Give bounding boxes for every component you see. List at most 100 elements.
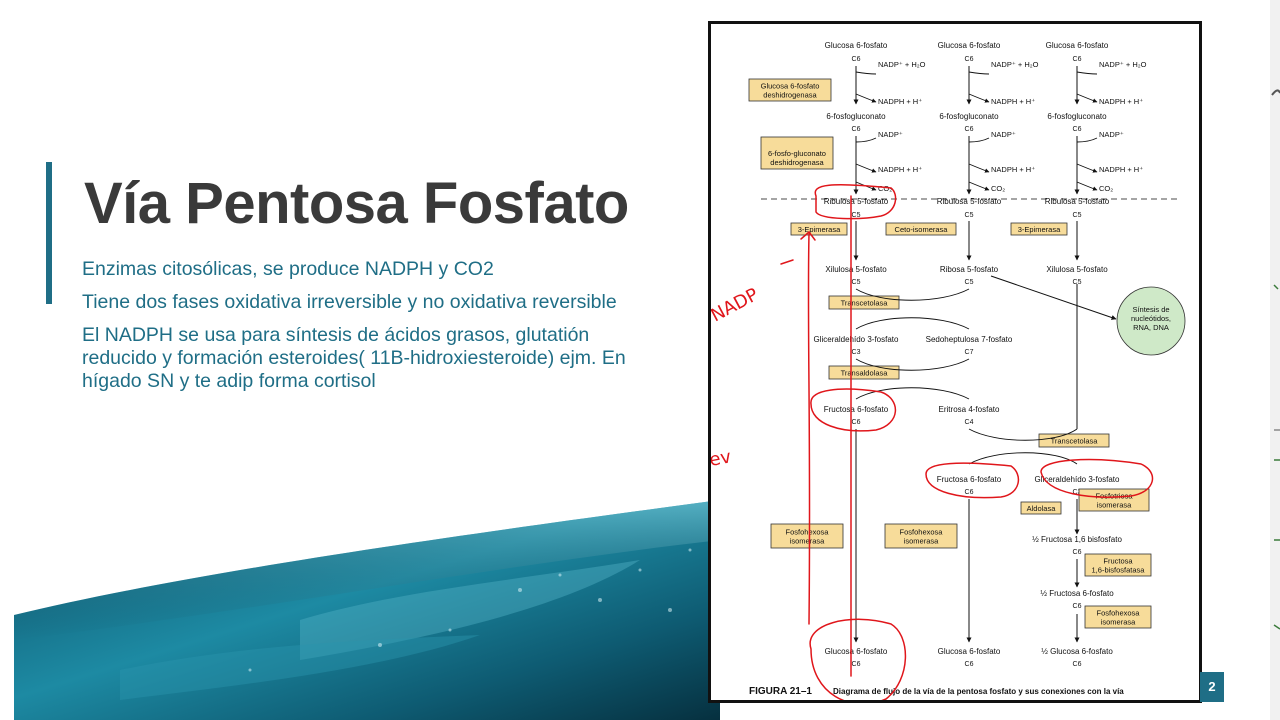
cofactor-curve (855, 93, 877, 103)
red-circle-annotation (814, 184, 897, 220)
nucleotide-synthesis-label: Síntesis de (1132, 305, 1169, 314)
enzyme-g6pd (748, 78, 832, 102)
fructose-6-phosphate-label: Fructosa 6-fosfato (824, 405, 889, 414)
cofactor-label: NADPH + H⁺ (991, 97, 1035, 106)
enzyme-fbpase (1084, 553, 1152, 577)
cofactor-label: NADP⁺ + H₂O (878, 60, 926, 69)
enzyme-transketolase (828, 295, 900, 310)
red-arrowhead (800, 230, 816, 241)
handwritten-rev-annotation: Rev (711, 446, 733, 473)
transfer-curve (855, 288, 970, 301)
enzyme-phosphohexose-isomerase (884, 523, 958, 549)
erythrose-4-phosphate-label: Eritrosa 4-fosfato (939, 405, 1000, 414)
enzyme-isomerase-label: Ceto-isomerasa (895, 225, 949, 234)
glyceraldehyde-3-phosphate-label: Gliceraldehído 3-fosfato (1035, 475, 1120, 484)
transfer-curve (855, 358, 970, 371)
xylulose-5-phosphate-label: Xilulosa 5-fosfato (825, 265, 887, 274)
cofactor-curve (855, 163, 877, 173)
bullet-item: Enzimas citosólicas, se produce NADPH y … (82, 258, 494, 280)
cofactor-curve (968, 163, 990, 173)
enzyme-epimerase-label: 3-Epimerasa (798, 225, 841, 234)
enzyme-g6pd-label: deshidrogenasa (763, 91, 817, 100)
enzyme-transketolase-label: Transcetolasa (841, 299, 889, 308)
carbon-count-label: C6 (965, 56, 974, 63)
glucose-6-phosphate-label: Glucosa 6-fosfato (825, 647, 888, 656)
cofactor-label: NADP⁺ (991, 130, 1016, 139)
carbon-count-label: C6 (1073, 126, 1082, 133)
enzyme-phosphohexose-isomerase (770, 523, 844, 549)
cofactor-curve (968, 93, 990, 103)
cofactor-label: CO₂ (878, 184, 892, 193)
enzyme-epimerase (1010, 222, 1068, 236)
cofactor-label: NADPH + H⁺ (991, 165, 1035, 174)
carbon-count-label: C6 (1073, 603, 1082, 610)
carbon-count-label: C6 (965, 661, 974, 668)
enzyme-transaldolase-label: Transaldolasa (841, 369, 889, 378)
carbon-count-label: C4 (965, 419, 974, 426)
cofactor-curve (1076, 71, 1098, 75)
glucose-6-phosphate-label: Glucosa 6-fosfato (1046, 41, 1109, 50)
carbon-count-label: C6 (852, 56, 861, 63)
cofactor-label: NADP⁺ + H₂O (1099, 60, 1147, 69)
red-circle-annotation (925, 462, 1020, 499)
carbon-count-label: C7 (965, 349, 974, 356)
enzyme-fbpase-label: 1,6-bisfosfatasa (1092, 566, 1146, 575)
carbon-count-label: C6 (852, 419, 861, 426)
enzyme-triose-phosphate-isomerase-label: Fosfotriosa (1095, 492, 1133, 501)
cofactor-label: NADPH + H⁺ (1099, 165, 1143, 174)
phosphogluconate-label: 6-fosfogluconato (826, 112, 886, 121)
red-circle-annotation (1040, 458, 1154, 498)
transfer-curve (855, 387, 970, 400)
glucose-6-phosphate-label: Glucosa 6-fosfato (825, 41, 888, 50)
handwritten-nadp-annotation: NADP (711, 284, 762, 326)
ribulose-5-phosphate-label: Ribulosa 5-fosfato (937, 197, 1002, 206)
enzyme-phosphohexose-isomerase-label: isomerasa (904, 537, 939, 546)
enzyme-transketolase-label: Transcetolasa (1051, 437, 1099, 446)
phosphogluconate-label: 6-fosfogluconato (939, 112, 999, 121)
fructose-6-phosphate-label: Fructosa 6-fosfato (937, 475, 1002, 484)
carbon-count-label: C5 (965, 212, 974, 219)
bullet-list: Enzimas citosólicas, se produce NADPH y … (82, 258, 642, 403)
carbon-count-label: C6 (852, 126, 861, 133)
carbon-count-label: C6 (1073, 549, 1082, 556)
enzyme-phosphohexose-isomerase (1084, 605, 1152, 629)
enzyme-epimerase-label: 3-Epimerasa (1018, 225, 1061, 234)
nucleotide-synthesis-label: nucleótidos, (1131, 314, 1171, 323)
fructose-bisphosphate-label: ½ Fructosa 1,6 bisfosfato (1032, 535, 1122, 544)
cofactor-label: NADP⁺ (1099, 130, 1124, 139)
cofactor-label: NADPH + H⁺ (1099, 97, 1143, 106)
transfer-curve (968, 428, 1078, 441)
enzyme-phosphohexose-isomerase-label: Fosfohexosa (900, 528, 944, 537)
ribose-5-phosphate-label: Ribosa 5-fosfato (940, 265, 999, 274)
flow-arrow (990, 275, 1117, 320)
red-circle-annotation (810, 388, 897, 432)
carbon-count-label: C3 (852, 349, 861, 356)
figure-caption-text: Diagrama de flujo de la vía de la pentos… (833, 687, 1124, 696)
carbon-count-label: C6 (965, 126, 974, 133)
page-number: 2 (1200, 672, 1224, 702)
carbon-count-label: C6 (1073, 56, 1082, 63)
cofactor-curve (968, 71, 990, 75)
enzyme-epimerase (790, 222, 848, 236)
cofactor-curve (1076, 181, 1098, 191)
enzyme-pgd-label: 6-fosfo-gluconato (768, 149, 826, 158)
ribulose-5-phosphate-label: Ribulosa 5-fosfato (824, 197, 889, 206)
transfer-curve (855, 317, 970, 330)
glyceraldehyde-3-phosphate-label: Gliceraldehído 3-fosfato (814, 335, 899, 344)
enzyme-g6pd-label: Glucosa 6-fosfato (761, 82, 820, 91)
ribulose-5-phosphate-label: Ribulosa 5-fosfato (1045, 197, 1110, 206)
next-slide-edge (1220, 0, 1280, 720)
carbon-count-label: C3 (1073, 489, 1082, 496)
red-pointer (780, 259, 794, 265)
enzyme-fbpase-label: Fructosa (1103, 557, 1133, 566)
enzyme-phosphohexose-isomerase-label: isomerasa (790, 537, 825, 546)
enzyme-transaldolase (828, 365, 900, 380)
enzyme-phosphohexose-isomerase-label: Fosfohexosa (1097, 609, 1141, 618)
enzyme-phosphohexose-isomerase-label: isomerasa (1101, 618, 1136, 627)
cofactor-label: NADP⁺ + H₂O (991, 60, 1039, 69)
carbon-count-label: C5 (1073, 212, 1082, 219)
red-circle-annotation (809, 618, 907, 700)
fructose-6-phosphate-label: ½ Fructosa 6-fosfato (1040, 589, 1114, 598)
bullet-item: El NADPH se usa para síntesis de ácidos … (82, 324, 626, 392)
